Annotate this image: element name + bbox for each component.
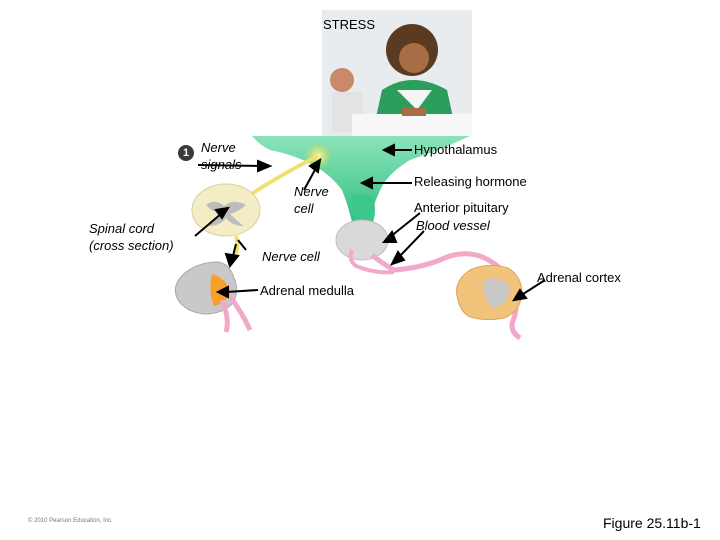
stress-title: STRESS [323,17,376,32]
label-arrows [194,143,546,302]
adrenal-medulla-label: Adrenal medulla [260,283,354,298]
hypothalamus-label: Hypothalamus [414,142,498,157]
photo-illustration [322,10,472,136]
adrenal-cortex-inner [483,278,510,308]
releasing-hormone-label: Releasing hormone [414,174,527,189]
blood-vessel [370,251,522,341]
anterior-pituitary-label: Anterior pituitary [414,200,509,215]
nerve-signals-label-line1: Nerve [201,140,236,155]
nerve-cell-upper-label-line1: Nerve [294,184,329,199]
adrenal-cortex-label: Adrenal cortex [537,270,621,285]
copyright-notice: © 2010 Pearson Education, Inc. [28,518,113,524]
figure-number: Figure 25.11b-1 [603,515,701,531]
spinal-cord-label-line2: (cross section) [89,238,174,253]
kidney-vessels-left [219,292,253,333]
blood-vessel-label: Blood vessel [416,218,490,233]
anterior-pituitary-shape [335,219,389,261]
blood-vessel-2 [348,249,395,275]
nerve-cell-upper-label-line2: cell [294,201,314,216]
spinal-cord-gray-matter [206,201,246,226]
step-number-badge: 1 [178,145,194,161]
nerve-cell-lower-label: Nerve cell [262,249,320,264]
spinal-cord-label-line1: Spinal cord [89,221,155,236]
pituitary-stalk [351,195,375,225]
stressed-student-photo [322,10,472,136]
nerve-signals-label-line2: signals [201,157,242,172]
